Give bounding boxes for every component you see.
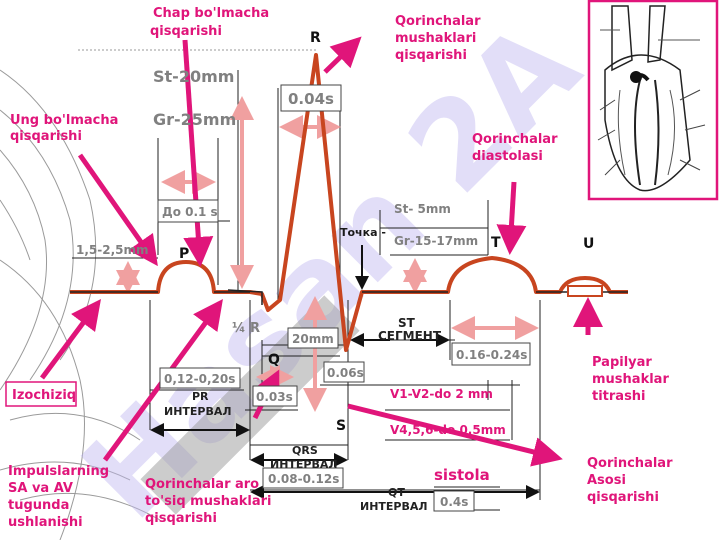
qrs-int-1: QRS	[292, 444, 318, 457]
st-seg-2: СЕГМЕНТ	[378, 329, 442, 343]
label-pap-2: mushaklar	[592, 372, 669, 387]
measure-s006: 0.06s	[327, 366, 364, 380]
measure-qt04: 0.4s	[440, 495, 468, 509]
measure-do01: До 0.1 s	[162, 205, 218, 219]
label-qm-1: Qorinchalar	[395, 14, 481, 29]
label-imp-2: SA va AV	[8, 481, 73, 496]
measure-tochka: Точка -	[340, 226, 386, 239]
label-qd-1: Qorinchalar	[472, 132, 558, 147]
label-qm-3: qisqarishi	[395, 48, 467, 63]
label-aro-3: qisqarishi	[145, 511, 217, 526]
measure-st5: St- 5mm	[394, 202, 451, 216]
wave-U: U	[583, 236, 594, 252]
heart-illustration	[587, 0, 719, 201]
label-pap-3: titrashi	[592, 389, 646, 404]
wave-R: R	[310, 30, 321, 46]
label-qa-2: Asosi	[587, 473, 626, 488]
measure-q14r: ¼ R	[232, 321, 260, 336]
label-aro-2: to'siq mushaklari	[145, 494, 271, 509]
label-qa-3: qisqarishi	[587, 490, 659, 505]
label-ung-2: qisqarishi	[10, 129, 82, 144]
black-arrows	[150, 245, 540, 499]
label-qm-2: mushaklari	[395, 31, 476, 46]
label-chap-1: Chap bo'lmacha	[153, 6, 269, 21]
measure-sistola: sistola	[434, 466, 490, 484]
label-qa-1: Qorinchalar	[587, 456, 673, 471]
wave-letters: R P Q S T U	[179, 30, 594, 434]
measure-20mm: 20mm	[292, 332, 334, 346]
qt-int-1: QT	[388, 486, 405, 499]
pr-int-2: ИНТЕРВАЛ	[164, 405, 232, 418]
measure-p15: 1,5-2,5mm	[76, 243, 149, 257]
interval-labels: ST СЕГМЕНТ PR ИНТЕРВАЛ QRS ИНТЕРВАЛ QT И…	[164, 316, 442, 513]
measure-pr012: 0,12-0,20s	[164, 372, 235, 386]
measure-arrows	[116, 96, 539, 412]
measure-v1v2: V1-V2-do 2 mm	[390, 387, 493, 401]
measure-gr1517: Gr-15-17mm	[394, 234, 478, 248]
label-chap-2: qisqarishi	[150, 24, 222, 39]
label-imp-1: Impulslarning	[8, 464, 109, 479]
label-ung-1: Ung bo'lmacha	[10, 113, 118, 128]
pink-labels: Chap bo'lmacha qisqarishi Ung bo'lmacha …	[5, 6, 673, 530]
label-pap-1: Papilyar	[592, 355, 652, 370]
gray-measures: St-20mm Gr-25mm 0.04s До 0.1 s 1,5-2,5mm…	[76, 67, 531, 512]
pr-int-1: PR	[192, 390, 209, 403]
label-imp-4: ushlanishi	[8, 515, 83, 530]
qrs-int-2: ИНТЕРВАЛ	[270, 458, 338, 471]
measure-gr25: Gr-25mm	[153, 110, 236, 129]
label-aro-1: Qorinchalar aro	[145, 477, 259, 492]
st-seg-1: ST	[398, 316, 416, 330]
label-izochiziq: Izochiziq	[12, 388, 76, 403]
label-qd-2: diastolasi	[472, 149, 543, 164]
measure-t016: 0.16-0.24s	[456, 348, 527, 362]
wave-S: S	[336, 418, 346, 434]
wave-P: P	[179, 246, 189, 262]
measure-st20: St-20mm	[153, 67, 234, 86]
measure-r004: 0.04s	[288, 90, 334, 108]
measure-v456: V4,5,6-do 0.5mm	[390, 423, 506, 437]
measure-qrs008: 0.08-0.12s	[268, 472, 339, 486]
label-imp-3: tugunda	[8, 498, 69, 513]
wave-Q: Q	[268, 352, 280, 368]
wave-T: T	[491, 235, 501, 251]
measure-q003: 0.03s	[256, 390, 293, 404]
qt-int-2: ИНТЕРВАЛ	[360, 500, 428, 513]
